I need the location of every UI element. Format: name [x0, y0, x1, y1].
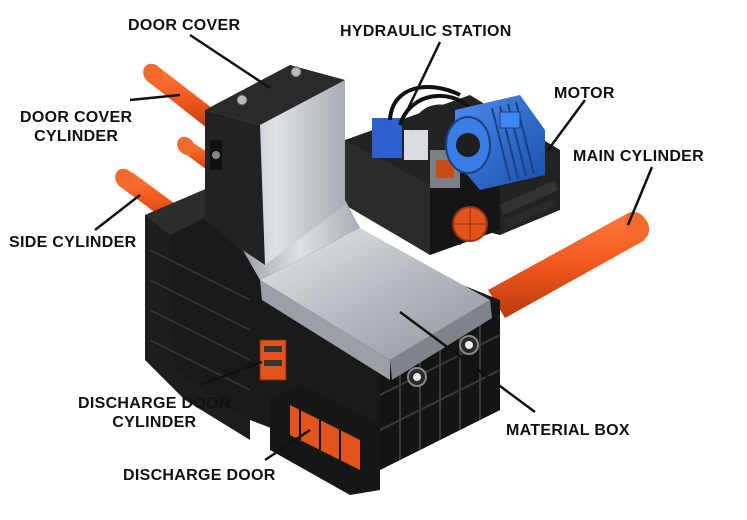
- label-hydraulic-station: HYDRAULIC STATION: [340, 23, 512, 40]
- motor: [445, 95, 545, 190]
- label-discharge-door-cylinder: DISCHARGE DOOR CYLINDER: [78, 394, 231, 432]
- discharge-door-cylinder: [259, 339, 287, 381]
- label-side-cylinder: SIDE CYLINDER: [9, 234, 137, 251]
- label-main-cylinder: MAIN CYLINDER: [573, 148, 705, 165]
- label-material-box: MATERIAL BOX: [506, 422, 630, 439]
- label-discharge-door: DISCHARGE DOOR: [123, 467, 276, 484]
- label-door-cover-cylinder-line1: DOOR COVER: [20, 109, 133, 126]
- label-discharge-door-cylinder-line1: DISCHARGE DOOR: [78, 395, 231, 412]
- label-discharge-door-cylinder-line2: CYLINDER: [112, 414, 197, 431]
- label-door-cover-cylinder-line2: CYLINDER: [34, 128, 119, 145]
- label-door-cover: DOOR COVER: [128, 17, 241, 34]
- door-cover: [205, 65, 345, 265]
- leader-lines: [94, 33, 654, 462]
- label-motor: MOTOR: [554, 85, 615, 102]
- label-door-cover-cylinder: DOOR COVER CYLINDER: [20, 108, 132, 146]
- discharge-door: [270, 385, 380, 495]
